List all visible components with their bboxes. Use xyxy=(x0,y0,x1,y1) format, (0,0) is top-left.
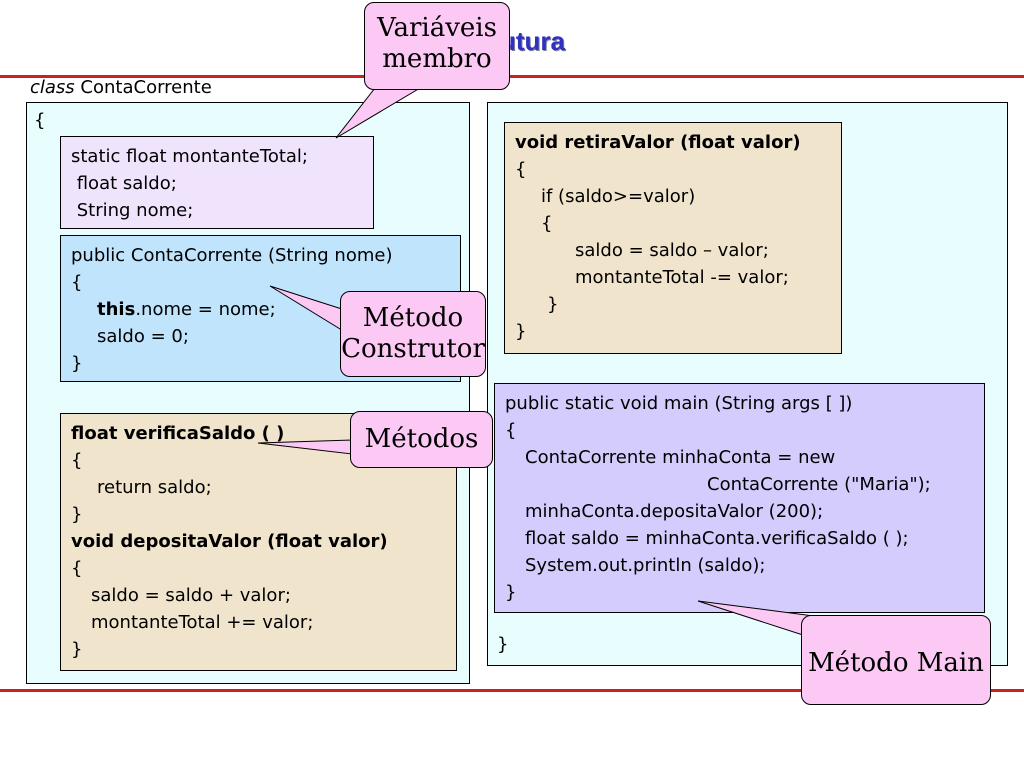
main-line-4: float saldo = minhaConta.verificaSaldo (… xyxy=(525,528,909,549)
retira-body-2: montanteTotal -= valor; xyxy=(575,267,789,288)
verifica-close-brace: } xyxy=(71,504,83,525)
deposita-close-brace: } xyxy=(71,639,83,660)
main-method-box: public static void main (String args [ ]… xyxy=(494,383,985,613)
callout-variaveis-line1: Variáveis xyxy=(377,13,497,43)
callout-construtor-line1: Método xyxy=(362,303,464,333)
callout-construtor-line2: Construtor xyxy=(341,334,485,364)
class-open-brace: { xyxy=(34,110,46,131)
callout-metodos-text: Métodos xyxy=(364,424,479,454)
constructor-open-brace: { xyxy=(71,272,83,293)
class-close-brace: } xyxy=(497,634,509,655)
retira-open-brace: { xyxy=(515,159,527,180)
verifica-body: return saldo; xyxy=(97,477,212,498)
slide-title: utura xyxy=(500,26,565,56)
variaveis-pointer xyxy=(335,87,422,139)
this-keyword: this xyxy=(97,299,136,320)
callout-variaveis-line2: membro xyxy=(382,44,492,74)
retira-if-close: } xyxy=(547,294,559,315)
callout-metodo-main: Método Main xyxy=(801,615,991,705)
retira-valor-box: void retiraValor (float valor) { if (sal… xyxy=(504,122,842,354)
metodos-pointer xyxy=(257,439,353,455)
deposita-body-1: saldo = saldo + valor; xyxy=(91,585,291,606)
constructor-line-2: saldo = 0; xyxy=(97,326,189,347)
main-signature: public static void main (String args [ ]… xyxy=(505,393,853,414)
retira-close-brace: } xyxy=(515,321,527,342)
constructor-close-brace: } xyxy=(71,353,83,374)
member-fields-box: static float montanteTotal; float saldo;… xyxy=(60,136,374,229)
main-line-1: ContaCorrente minhaConta = new xyxy=(525,447,836,468)
callout-metodos: Métodos xyxy=(350,411,493,468)
retira-if: if (saldo>=valor) xyxy=(541,186,696,207)
methods-box: float verificaSaldo ( ) { return saldo; … xyxy=(60,413,457,671)
verifica-open-brace: { xyxy=(71,450,83,471)
main-close-brace: } xyxy=(505,582,517,603)
bottom-rule xyxy=(0,689,1024,692)
deposita-body-2: montanteTotal += valor; xyxy=(91,612,314,633)
main-line-2: ContaCorrente ("Maria"); xyxy=(707,474,931,495)
field-line: String nome; xyxy=(71,200,194,221)
main-line-3: minhaConta.depositaValor (200); xyxy=(525,501,824,522)
class-label: class ContaCorrente xyxy=(30,77,212,98)
deposita-valor-signature: void depositaValor (float valor) xyxy=(71,531,388,552)
callout-variaveis-membro: Variáveis membro xyxy=(364,2,510,90)
deposita-open-brace: { xyxy=(71,558,83,579)
retira-body-1: saldo = saldo – valor; xyxy=(575,240,769,261)
callout-main-text: Método Main xyxy=(808,648,984,678)
callout-metodo-construtor: Método Construtor xyxy=(340,291,486,377)
class-keyword: class xyxy=(30,77,75,98)
constructor-signature: public ContaCorrente (String nome) xyxy=(71,245,393,266)
retira-signature: void retiraValor (float valor) xyxy=(515,132,801,153)
top-rule xyxy=(0,75,1024,78)
retira-if-open: { xyxy=(541,213,553,234)
verifica-saldo-signature: float verificaSaldo ( ) xyxy=(71,423,285,444)
construtor-pointer xyxy=(269,285,346,333)
field-line: static float montanteTotal; xyxy=(71,146,308,167)
main-line-5: System.out.println (saldo); xyxy=(525,555,766,576)
class-name: ContaCorrente xyxy=(80,77,212,98)
constructor-line-1: this.nome = nome; xyxy=(71,296,450,323)
constructor-line-1-rest: .nome = nome; xyxy=(135,299,276,320)
main-open-brace: { xyxy=(505,420,517,441)
field-line: float saldo; xyxy=(71,173,177,194)
